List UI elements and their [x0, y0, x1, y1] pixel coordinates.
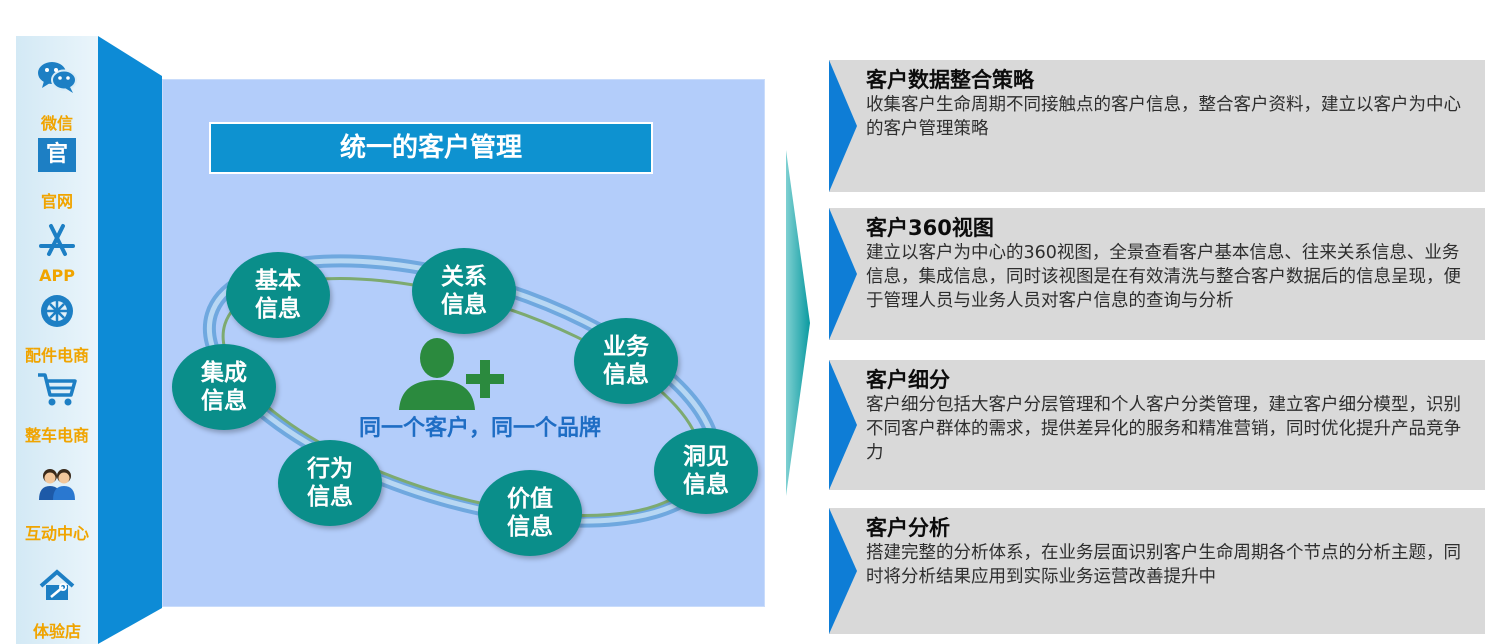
bubble-value-info: 价值信息 — [478, 470, 582, 556]
card-segmentation: 客户细分 客户细分包括大客户分层管理和个人客户分类管理，建立客户细分模型，识别不… — [829, 360, 1485, 490]
channel-label-interaction-center: 互动中心 — [24, 524, 89, 543]
tools-icon — [39, 569, 75, 600]
card-body: 建立以客户为中心的360视图，全景查看客户基本信息、往来关系信息、业务信息，集成… — [866, 243, 1461, 311]
flow-arrow — [786, 150, 810, 496]
wheel-icon — [41, 295, 73, 327]
people-icon — [39, 469, 75, 500]
card-title: 客户360视图 — [866, 216, 994, 240]
card-body: 收集客户生命周期不同接触点的客户信息，整合客户资料，建立以客户为中心的客户管理策… — [866, 95, 1461, 139]
bubble-behavior-info: 行为信息 — [278, 440, 382, 526]
app-store-icon — [39, 224, 75, 256]
card-triangle-icon — [829, 208, 857, 340]
channel-label-vehicle-ecommerce: 整车电商 — [24, 426, 89, 445]
card-body: 搭建完整的分析体系，在业务层面识别客户生命周期各个节点的分析主题，同时将分析结果… — [866, 543, 1461, 587]
channel-label-website: 官网 — [40, 192, 73, 211]
bubble-label: 关系信息 — [441, 264, 487, 318]
card-title: 客户细分 — [866, 368, 950, 392]
panel-title: 统一的客户管理 — [209, 122, 653, 174]
card-body: 客户细分包括大客户分层管理和个人客户分类管理，建立客户细分模型，识别不同客户群体… — [866, 395, 1461, 463]
card-analytics: 客户分析 搭建完整的分析体系，在业务层面识别客户生命周期各个节点的分析主题，同时… — [829, 508, 1485, 634]
channel-label-experience-store: 体验店 — [32, 622, 81, 641]
card-data-integration: 客户数据整合策略 收集客户生命周期不同接触点的客户信息，整合客户资料，建立以客户… — [829, 60, 1485, 192]
shopping-cart-icon — [38, 373, 77, 406]
channel-label-app: APP — [39, 266, 75, 285]
bubble-integration-info: 集成信息 — [172, 344, 276, 430]
bubble-relationship-info: 关系信息 — [412, 248, 516, 334]
channel-column: 微信 官 官网 APP 配件电商 整车电商 互动中心 — [16, 36, 98, 644]
channel-label-wechat: 微信 — [40, 114, 73, 133]
bubble-insight-info: 洞见信息 — [654, 428, 758, 514]
card-triangle-icon — [829, 60, 857, 192]
wechat-icon — [38, 62, 77, 93]
card-title: 客户数据整合策略 — [866, 68, 1034, 92]
bubble-label: 价值信息 — [507, 486, 553, 540]
card-customer-360: 客户360视图 建立以客户为中心的360视图，全景查看客户基本信息、往来关系信息… — [829, 208, 1485, 340]
bubble-basic-info: 基本信息 — [226, 252, 330, 338]
official-site-icon: 官 — [38, 138, 76, 172]
bubble-label: 业务信息 — [603, 334, 649, 388]
customer-add-icon — [399, 338, 504, 410]
bubble-label: 集成信息 — [201, 360, 247, 414]
card-triangle-icon — [829, 360, 857, 490]
channel-label-parts-ecommerce: 配件电商 — [24, 346, 89, 365]
connector-band — [98, 36, 162, 644]
bubble-label: 行为信息 — [307, 456, 353, 510]
card-triangle-icon — [829, 508, 857, 634]
bubble-label: 洞见信息 — [683, 444, 729, 498]
center-caption: 同一个客户，同一个品牌 — [358, 416, 601, 441]
bubble-business-info: 业务信息 — [574, 318, 678, 404]
card-title: 客户分析 — [866, 516, 950, 540]
bubble-label: 基本信息 — [255, 268, 301, 322]
